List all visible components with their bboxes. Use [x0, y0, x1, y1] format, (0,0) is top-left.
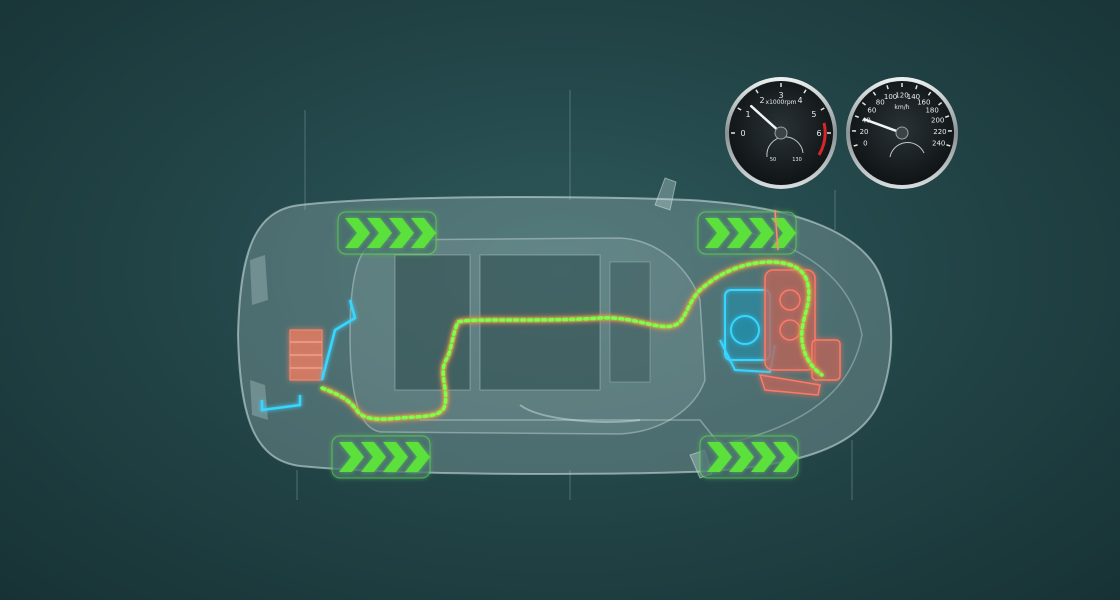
- wheel-chevron-icon: [345, 218, 436, 248]
- gauge-tick: [944, 115, 950, 118]
- energy-flow-path: [320, 258, 824, 423]
- gauge-tick-label: 0: [740, 129, 745, 138]
- gauge-tick-label: 0: [863, 139, 867, 147]
- wheel-rear-bottom: [331, 435, 431, 479]
- speedometer-unit: km/h: [894, 104, 909, 111]
- gauge-tick-label: 220: [933, 128, 946, 136]
- gauge-tick: [872, 91, 877, 96]
- gauge-tick-label: 100: [884, 93, 897, 101]
- gauge-tick: [915, 85, 918, 90]
- rear-cooling-lines: [260, 299, 357, 412]
- gauge-tick-label: 80: [876, 98, 885, 106]
- gauge-tick: [938, 101, 943, 106]
- guide-lines: [296, 90, 853, 500]
- gauge-tick-label: 20: [860, 128, 869, 136]
- gauge-tick: [946, 144, 951, 147]
- wheel-front-bottom: [699, 435, 799, 479]
- tachometer: 0 12 3 45 6 x1000rpm 50 130: [725, 77, 837, 189]
- gauge-tick: [861, 101, 866, 106]
- gauge-tick-label: 120: [895, 91, 908, 99]
- tach-sub-low: 50: [770, 157, 776, 163]
- gauge-tick-label: 160: [917, 98, 930, 106]
- gauge-tick: [755, 89, 759, 94]
- gauge-tick: [854, 115, 860, 118]
- gauge-tick-label: 60: [867, 106, 876, 114]
- wheel-front-top: [697, 211, 797, 255]
- gauge-tick: [803, 89, 807, 94]
- gauge-tick-label: 1: [746, 110, 751, 119]
- gauge-tick: [886, 85, 889, 90]
- wheel-chevron-icon: [707, 442, 798, 472]
- gauge-tick-label: 200: [931, 116, 944, 124]
- tachometer-ticks: 0 12 3 45 6: [731, 83, 831, 138]
- gauge-tick-label: 240: [932, 139, 945, 147]
- gauge-tick-label: 3: [778, 91, 783, 100]
- tach-sub-high: 130: [792, 157, 802, 163]
- gauge-tick-label: 5: [811, 110, 816, 119]
- gauge-tick-label: 2: [759, 96, 764, 105]
- wheel-chevron-icon: [339, 442, 430, 472]
- gauge-tick: [737, 107, 742, 111]
- gauge-tick-label: 4: [797, 96, 802, 105]
- speedometer-needle: [863, 118, 904, 135]
- gauge-tick-label: 180: [925, 106, 938, 114]
- gauge-tick: [820, 107, 825, 111]
- tachometer-needle: [750, 104, 783, 135]
- gauge-tick: [853, 144, 858, 147]
- speedometer: 020406080100120140160180200220240 km/h: [846, 77, 958, 189]
- tachometer-unit: x1000rpm: [766, 99, 797, 106]
- gauge-tick-label: 140: [907, 93, 920, 101]
- gauge-tick-label: 6: [816, 129, 821, 138]
- battery-icon: [289, 329, 323, 381]
- gauge-tick: [927, 91, 932, 96]
- wheel-rear-top: [337, 211, 437, 255]
